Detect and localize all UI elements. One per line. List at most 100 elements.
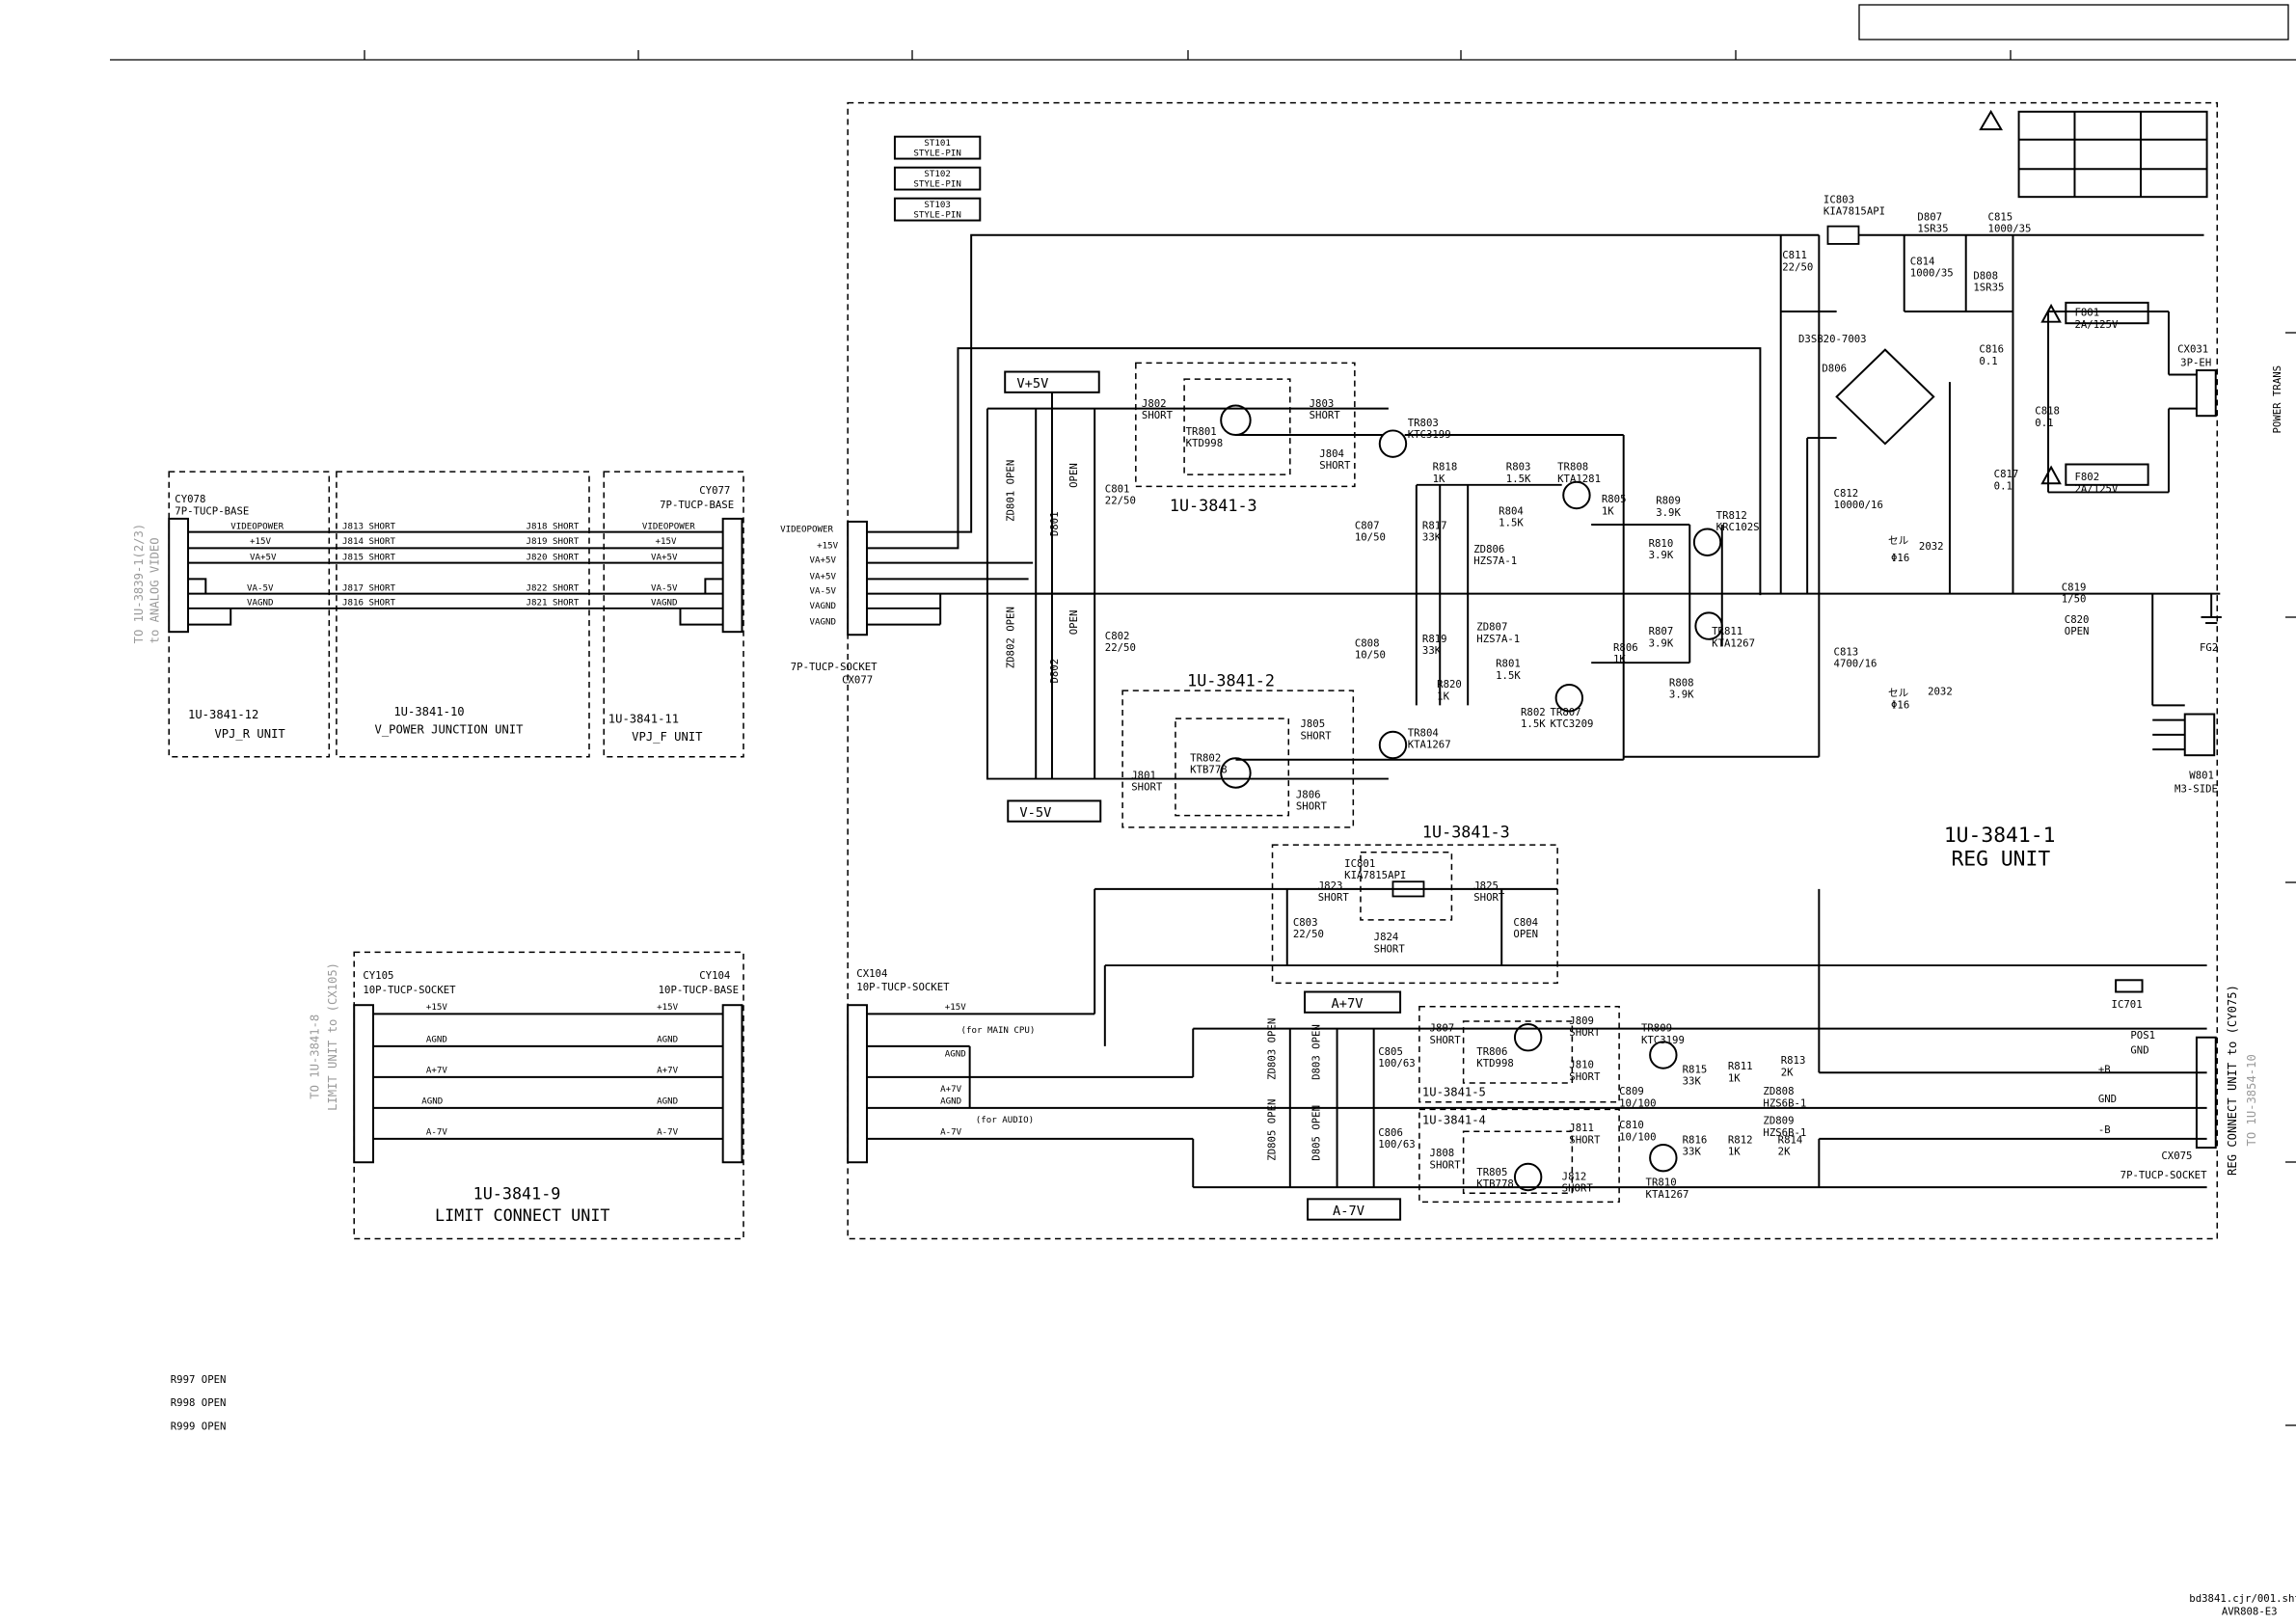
part-ref: J801 bbox=[1131, 770, 1156, 782]
svg-text:1U-3841-3: 1U-3841-3 bbox=[1422, 823, 1510, 842]
svg-text:A+7V: A+7V bbox=[940, 1085, 961, 1095]
st103-label: ST103 bbox=[924, 201, 950, 210]
svg-text:セル: セル bbox=[1888, 534, 1909, 547]
part-value: 3.9K bbox=[1669, 689, 1694, 701]
svg-text:TO 1U-3841-8: TO 1U-3841-8 bbox=[309, 1015, 322, 1099]
part-ref: R818 bbox=[1433, 461, 1458, 474]
svg-text:AVR808-E3: AVR808-E3 bbox=[2222, 1606, 2278, 1618]
svg-text:+15V: +15V bbox=[945, 1003, 966, 1013]
cx077-wires bbox=[866, 233, 2221, 626]
svg-text:VIDEOPOWER: VIDEOPOWER bbox=[642, 523, 695, 532]
part-ref: C810 bbox=[1619, 1119, 1644, 1131]
part-value: 1.5K bbox=[1521, 717, 1546, 730]
svg-text:VAGND: VAGND bbox=[651, 599, 677, 609]
svg-text:3P-EH: 3P-EH bbox=[2180, 356, 2211, 368]
svg-text:J817 SHORT: J817 SHORT bbox=[342, 584, 395, 594]
part-ref: J806 bbox=[1296, 788, 1321, 800]
svg-text:1U-3841-2: 1U-3841-2 bbox=[1187, 671, 1275, 690]
part-ref: R802 bbox=[1521, 706, 1546, 718]
part-value: KTB778 bbox=[1190, 763, 1228, 775]
svg-text:+B: +B bbox=[2098, 1063, 2111, 1075]
part-ref: R810 bbox=[1649, 537, 1674, 550]
part-value: SHORT bbox=[1569, 1026, 1601, 1039]
v-rail-wires bbox=[986, 392, 1389, 780]
ic803-body bbox=[1826, 225, 1860, 245]
reg-unit-boundary bbox=[847, 101, 2219, 1240]
part-value: 2A/125V bbox=[2074, 318, 2118, 331]
svg-text:R998 OPEN: R998 OPEN bbox=[171, 1396, 227, 1409]
svg-text:1U-3841-3: 1U-3841-3 bbox=[1170, 496, 1257, 515]
cx031-connector: CX031 3P-EH POWER TRANS bbox=[2177, 343, 2283, 434]
svg-text:bd3841.cjr/001.sht: bd3841.cjr/001.sht bbox=[2189, 1592, 2296, 1605]
part-ref: J823 bbox=[1318, 880, 1343, 892]
part-value: KTA1267 bbox=[1646, 1188, 1689, 1201]
part-value: 1K bbox=[1613, 653, 1626, 665]
part-value: 22/50 bbox=[1782, 260, 1813, 273]
part-value: KTC3199 bbox=[1641, 1034, 1685, 1046]
vpj-r-unit: CY078 7P-TUCP-BASE 1U-3841-12 VPJ_R UNIT bbox=[168, 471, 331, 758]
part-ref: J803 bbox=[1310, 397, 1335, 410]
part-ref: C812 bbox=[1834, 487, 1859, 500]
svg-text:VIDEOPOWER: VIDEOPOWER bbox=[780, 526, 833, 535]
warning-icon bbox=[1979, 109, 2004, 131]
part-value: 1.5K bbox=[1499, 516, 1524, 528]
part-ref: C807 bbox=[1355, 520, 1380, 532]
part-ref: J810 bbox=[1569, 1059, 1594, 1071]
part-value: HZS6B-1 bbox=[1763, 1126, 1806, 1139]
st103-sub: STYLE-PIN bbox=[913, 211, 960, 221]
part-value: SHORT bbox=[1473, 891, 1505, 904]
part-ref: C819 bbox=[2062, 582, 2087, 594]
svg-text:POS1: POS1 bbox=[2130, 1029, 2155, 1042]
sub-unit-4: 1U-3841-4 bbox=[1418, 1108, 1620, 1204]
part-ref: R805 bbox=[1602, 493, 1627, 505]
part-ref: TR806 bbox=[1476, 1045, 1507, 1058]
svg-text:AGND: AGND bbox=[657, 1096, 678, 1106]
svg-text:J821 SHORT: J821 SHORT bbox=[526, 599, 579, 609]
part-ref: J825 bbox=[1473, 880, 1499, 892]
part-value: KTA1267 bbox=[1408, 739, 1451, 751]
vpower-id: 1U-3841-10 bbox=[393, 705, 464, 718]
st101-label: ST101 bbox=[924, 139, 950, 149]
part-value: OPEN bbox=[2065, 625, 2090, 637]
svg-text:VA+5V: VA+5V bbox=[651, 554, 678, 563]
part-ref: J804 bbox=[1319, 447, 1344, 460]
part-value: 33K bbox=[1422, 531, 1442, 544]
part-ref: R803 bbox=[1506, 461, 1531, 474]
svg-text:VA+5V: VA+5V bbox=[250, 554, 277, 563]
reg-unit-id: 1U-3841-1 bbox=[1944, 824, 2056, 848]
svg-text:R997 OPEN: R997 OPEN bbox=[171, 1373, 227, 1386]
part-ref: R817 bbox=[1422, 520, 1447, 532]
part-value: SHORT bbox=[1374, 942, 1406, 955]
part-value: 2A/125V bbox=[2074, 482, 2118, 495]
svg-text:A-7V: A-7V bbox=[657, 1127, 678, 1137]
part-ref: TR808 bbox=[1557, 461, 1588, 474]
part-ref: R816 bbox=[1683, 1133, 1708, 1146]
part-ref: C808 bbox=[1355, 636, 1380, 649]
part-value: HZS6B-1 bbox=[1763, 1096, 1806, 1109]
part-value: 22/50 bbox=[1105, 495, 1136, 507]
svg-text:CY105: CY105 bbox=[363, 969, 393, 982]
part-value: SHORT bbox=[1142, 409, 1174, 421]
svg-text:M3-SIDE: M3-SIDE bbox=[2174, 782, 2218, 795]
svg-text:V-5V: V-5V bbox=[1019, 805, 1051, 821]
part-ref: C818 bbox=[2035, 405, 2060, 418]
part-ref: J811 bbox=[1569, 1122, 1594, 1134]
part-ref: TR810 bbox=[1646, 1177, 1677, 1189]
analog-video-side-label: TO 1U-3839-1(2/3) to ANALOG VIDEO bbox=[132, 524, 162, 644]
part-ref: ZD809 bbox=[1763, 1115, 1794, 1127]
fuse-boxes bbox=[2065, 301, 2149, 486]
svg-text:VA+5V: VA+5V bbox=[810, 572, 837, 582]
part-ref: C816 bbox=[1979, 343, 2004, 356]
part-value: KTB778 bbox=[1476, 1177, 1514, 1190]
svg-text:A-7V: A-7V bbox=[940, 1127, 961, 1137]
part-ref: R806 bbox=[1613, 641, 1638, 654]
part-value: 22/50 bbox=[1293, 928, 1324, 940]
svg-text:AGND: AGND bbox=[426, 1035, 447, 1044]
part-value: 10/100 bbox=[1619, 1096, 1657, 1109]
sub-unit-3b: 1U-3841-3 bbox=[1271, 823, 1558, 985]
part-ref: R808 bbox=[1669, 677, 1694, 690]
part-ref: F801 bbox=[2074, 307, 2099, 319]
vertical-part-label: ZD803 OPEN bbox=[1266, 1018, 1279, 1080]
svg-text:W801: W801 bbox=[2189, 770, 2214, 782]
svg-text:A-7V: A-7V bbox=[426, 1127, 447, 1137]
